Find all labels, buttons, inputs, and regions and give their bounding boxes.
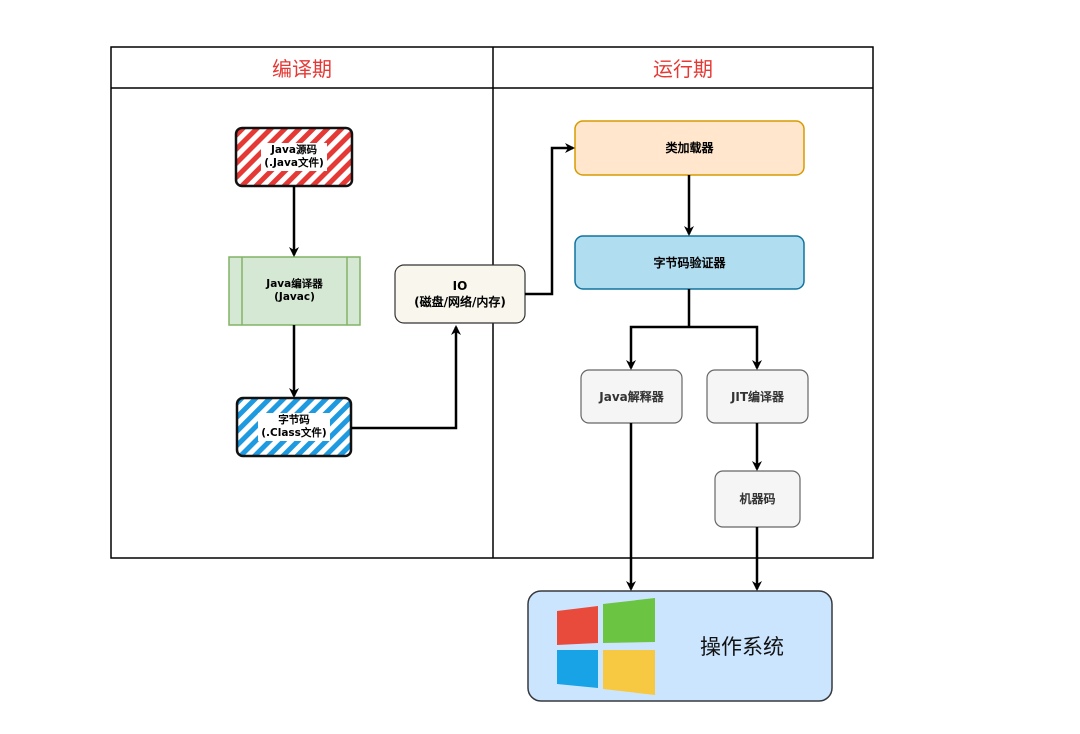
arrow-io-to-classloader — [525, 143, 575, 296]
class-loader-label: 类加载器 — [665, 141, 714, 155]
java-compiler-box — [228, 256, 361, 326]
arrow-bytecode-to-io — [351, 325, 461, 430]
compile-phase-header: 编译期 — [272, 57, 332, 81]
machine-code-label: 机器码 — [739, 492, 776, 506]
runtime-phase-header: 运行期 — [653, 57, 713, 81]
io-label: IO (磁盘/网络/内存) — [414, 279, 506, 309]
java-compiler-label: Java编译器 (Javac) — [266, 278, 323, 303]
bytecode-verifier-label: 字节码验证器 — [653, 255, 726, 270]
arrow-to-interpreter — [626, 325, 689, 370]
windows-logo-icon — [557, 598, 655, 695]
jit-compiler-label: JIT编译器 — [730, 389, 785, 404]
java-interpreter-label: Java解释器 — [599, 389, 664, 404]
java-source-label: Java源码 (.Java文件) — [261, 143, 327, 171]
arrow-to-jit — [689, 325, 762, 370]
os-label: 操作系统 — [700, 635, 784, 659]
connectors — [289, 143, 762, 591]
bytecode-label: 字节码 (.Class文件) — [258, 413, 330, 441]
phase-table — [110, 46, 874, 559]
java-source-label-wrap: Java源码 (.Java文件) — [236, 128, 352, 186]
bytecode-label-wrap: 字节码 (.Class文件) — [237, 398, 351, 456]
